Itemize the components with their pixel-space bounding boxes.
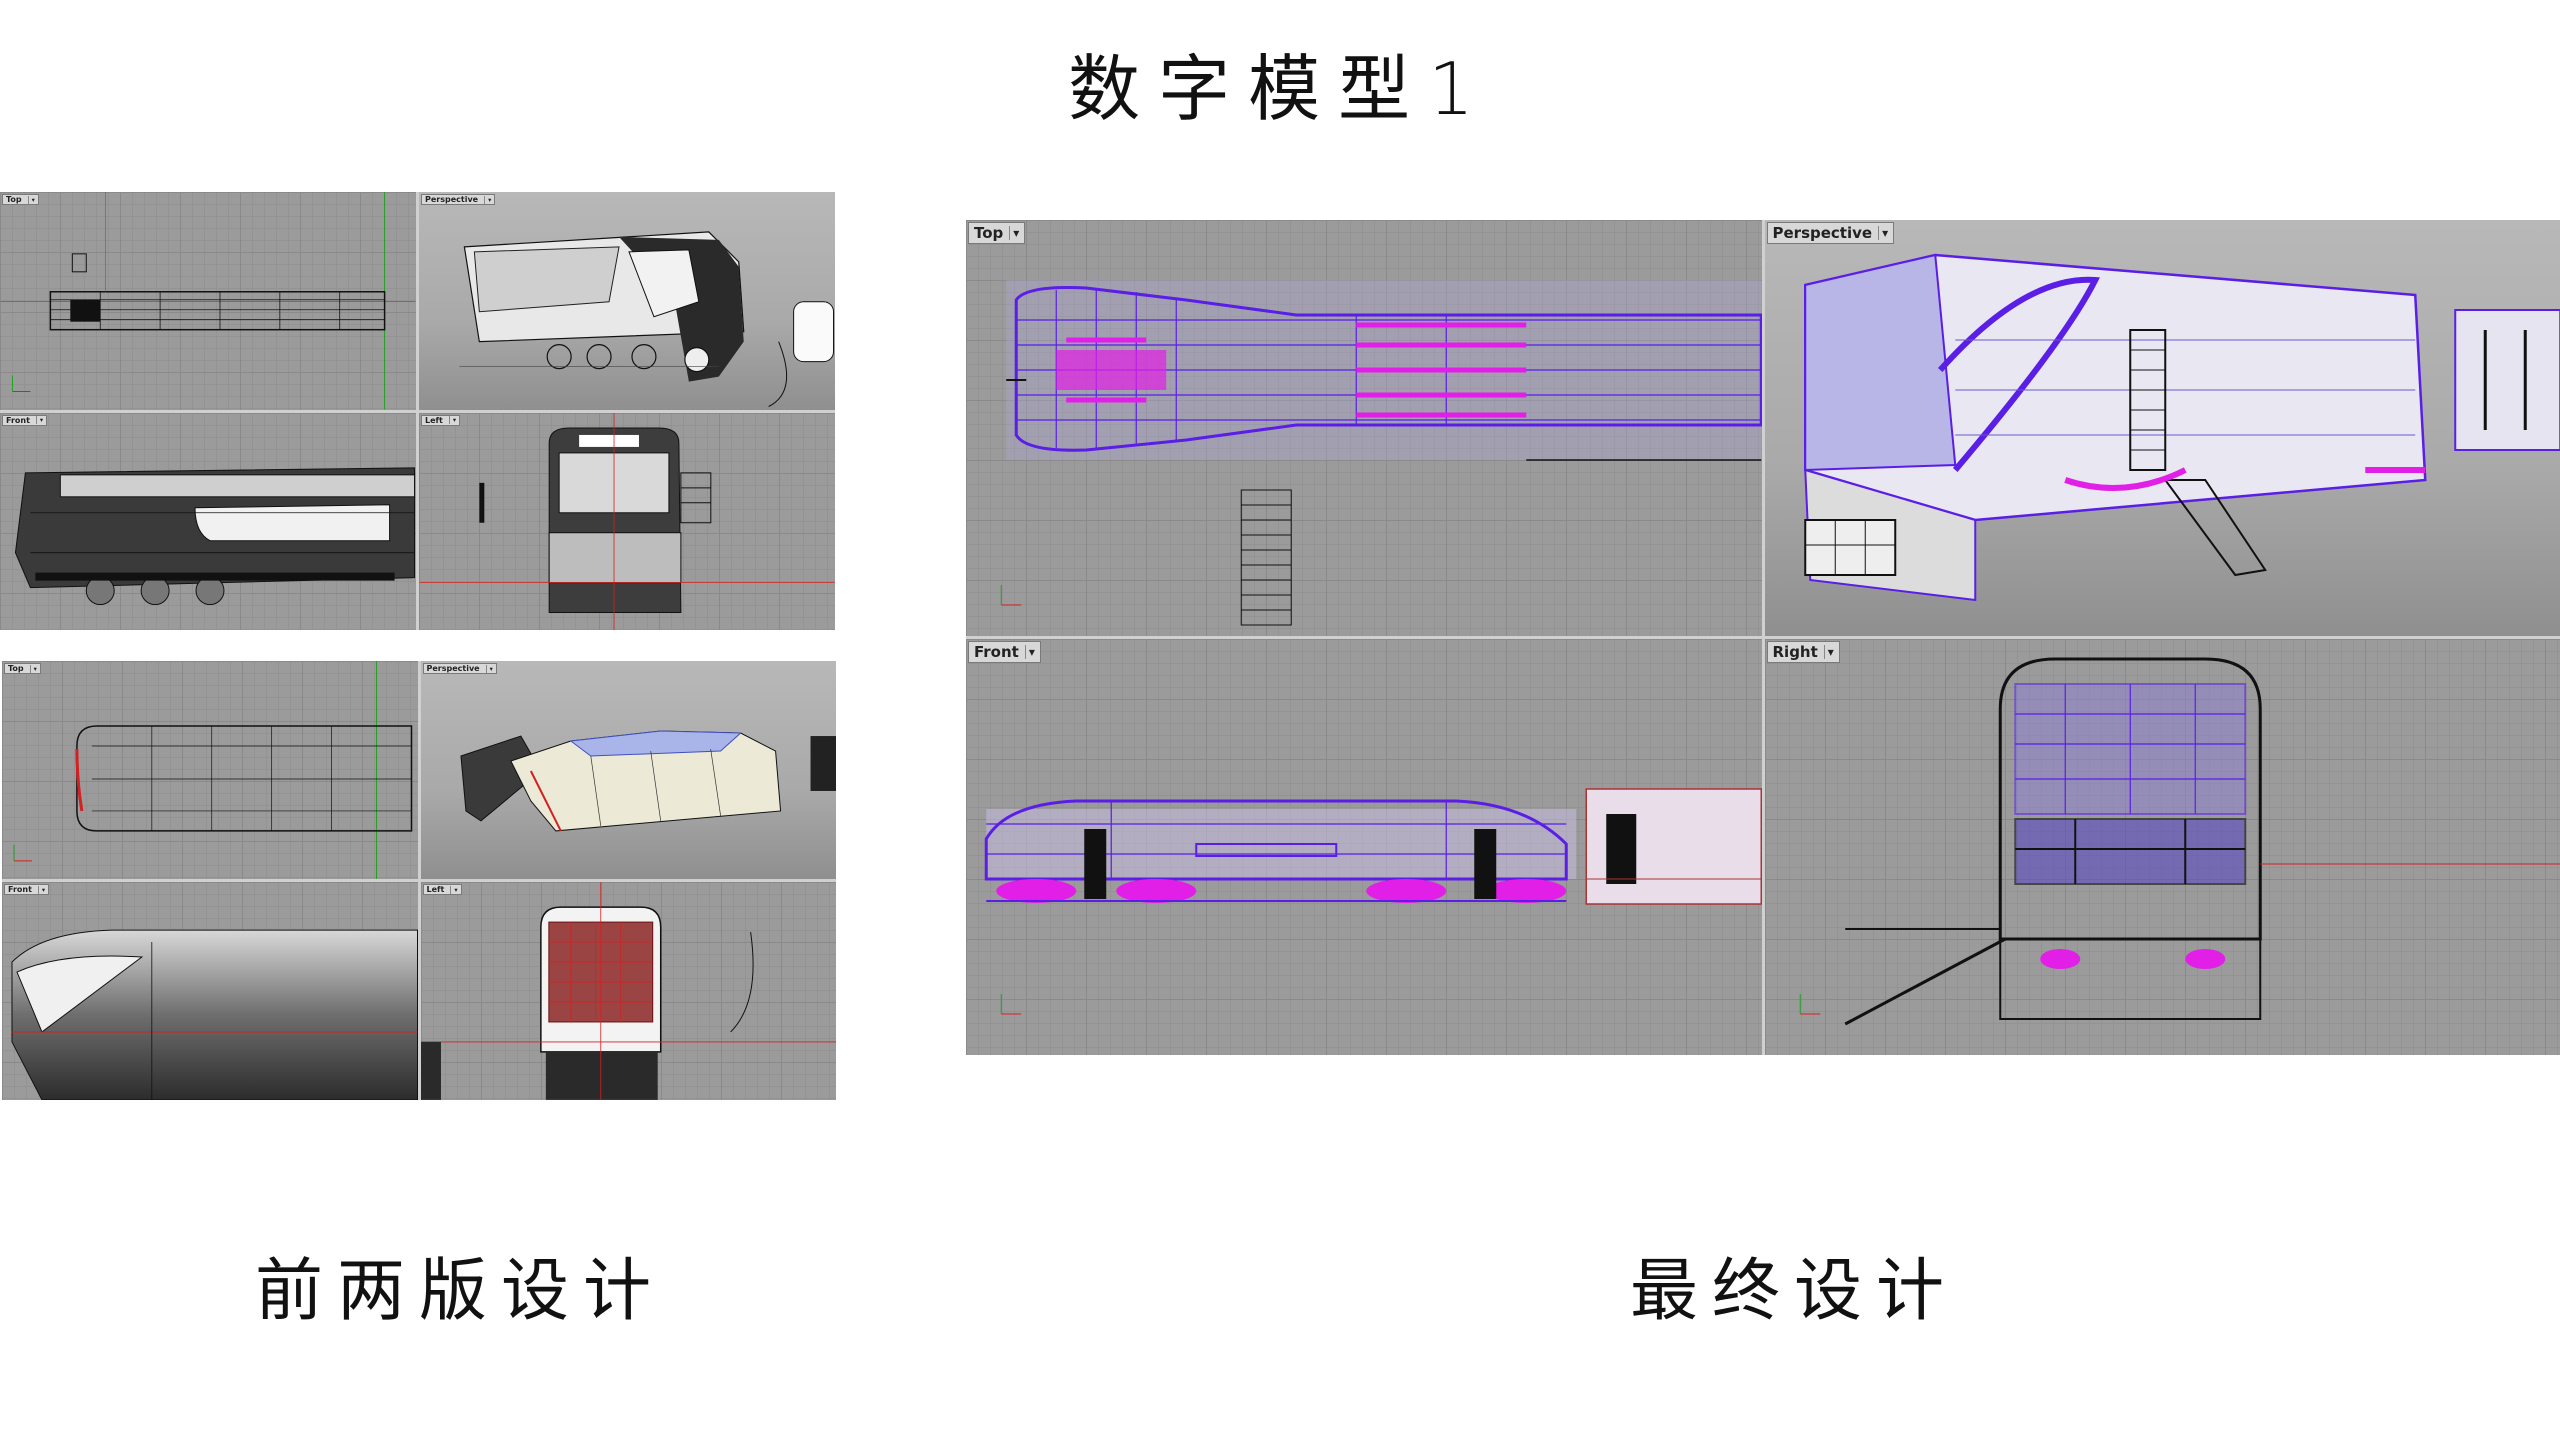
viewport-label-button[interactable]: Perspective ▾ [421,194,496,205]
viewport-label: Left [425,415,443,425]
viewport-label-button[interactable]: Top ▾ [4,663,41,674]
caption-early-designs: 前两版设计 [255,1252,666,1331]
right-view-model [1799,657,2560,1026]
viewport-label: Front [974,643,1019,661]
chevron-down-icon[interactable]: ▾ [27,195,35,204]
left-view-model [420,882,836,1100]
viewport-label-button[interactable]: Top ▾ [968,222,1026,244]
viewport-label: Left [426,885,445,894]
page-title: 数字模型1 [1068,47,1492,131]
viewport-label-button[interactable]: Front ▾ [4,884,50,895]
caption-final-design: 最终设计 [1630,1252,1959,1331]
chevron-down-icon[interactable]: ▾ [485,664,493,673]
viewport-label: Front [8,885,32,894]
viewport-left[interactable]: Left ▾ [419,412,835,630]
viewport-label: Perspective [425,195,479,204]
viewport-label: Perspective [1772,224,1873,242]
early-design-v2-viewports: Top ▾ Perspective ▾ [2,661,836,1100]
chevron-down-icon[interactable]: ▾ [37,885,45,894]
viewport-label-button[interactable]: Left ▾ [421,414,461,426]
viewport-top[interactable]: Top ▾ [966,220,1762,636]
viewport-label: Front [6,415,30,425]
viewport-front[interactable]: Front ▾ [2,882,418,1100]
chevron-down-icon[interactable]: ▾ [1823,645,1834,659]
perspective-view-model [459,231,835,407]
viewport-perspective[interactable]: Perspective ▾ [1764,220,2560,636]
chevron-down-icon[interactable]: ▾ [484,195,491,204]
viewport-label: Perspective [426,664,480,673]
viewport-perspective[interactable]: Perspective ▾ [420,661,836,879]
viewport-label-button[interactable]: Perspective ▾ [422,663,497,674]
chevron-down-icon[interactable]: ▾ [1024,645,1035,659]
left-view-model [419,412,835,630]
final-design-viewports: Top ▾ [966,220,2560,1055]
viewport-left[interactable]: Left ▾ [420,882,836,1100]
chevron-down-icon[interactable]: ▾ [35,416,43,424]
viewport-right[interactable]: Right ▾ [1764,639,2560,1055]
perspective-view-model [459,730,836,832]
front-view-model [11,929,418,1100]
chevron-down-icon[interactable]: ▾ [1878,226,1888,240]
front-view-model [984,788,1762,1015]
viewport-label-button[interactable]: Front ▾ [2,414,48,426]
viewport-front[interactable]: Front ▾ [966,639,1762,1055]
chevron-down-icon[interactable]: ▾ [450,885,458,894]
viewport-label-button[interactable]: Right ▾ [1766,641,1840,663]
top-view-model [0,192,416,410]
viewport-label: Top [8,664,24,673]
viewport-top[interactable]: Top ▾ [0,192,416,410]
front-view-model [14,466,416,605]
perspective-view-model [1803,253,2560,602]
viewport-label-button[interactable]: Perspective ▾ [1766,222,1895,244]
viewport-label-button[interactable]: Left ▾ [422,884,462,895]
viewport-label-button[interactable]: Top ▾ [2,194,39,205]
top-view-model [1000,280,1762,626]
viewport-label-button[interactable]: Front ▾ [968,641,1041,663]
chevron-down-icon[interactable]: ▾ [448,416,456,424]
early-design-v1-viewports: Top ▾ Perspective ▾ [0,192,835,630]
viewport-top[interactable]: Top ▾ [2,661,418,879]
viewport-label: Right [1772,643,1818,661]
top-view-model [13,661,413,879]
viewport-front[interactable]: Front ▾ [0,412,416,630]
chevron-down-icon[interactable]: ▾ [1009,226,1019,240]
viewport-label: Top [974,224,1004,242]
chevron-down-icon[interactable]: ▾ [29,664,37,673]
viewport-perspective[interactable]: Perspective ▾ [419,192,835,410]
viewport-label: Top [6,195,22,204]
